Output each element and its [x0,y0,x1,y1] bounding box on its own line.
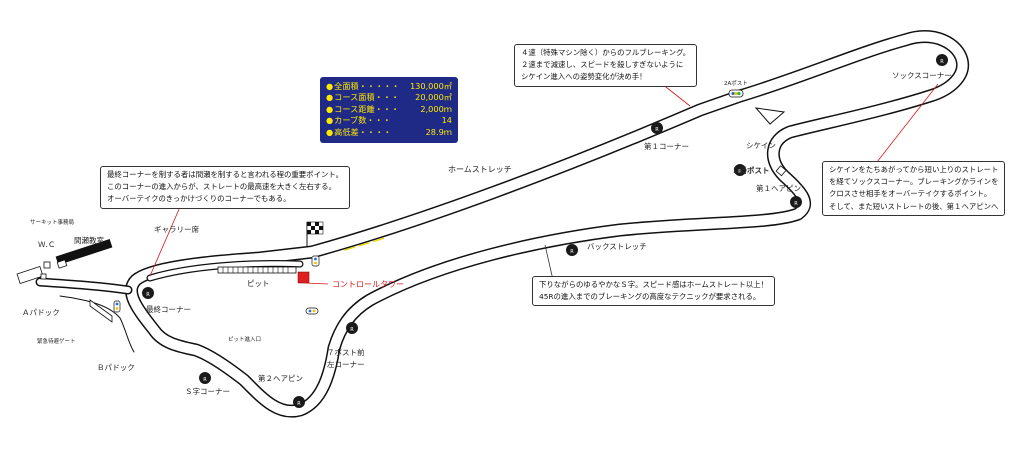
spec-row: 全面積・・・・・ 130,000㎡ [326,81,452,92]
r-marker-icon [199,372,211,384]
spec-value: 2,000ｍ [420,103,452,114]
label-post-2a: 2Aポスト [724,80,748,87]
label-mase-classroom: 間瀬教室 [74,235,104,245]
label-back-straight: バックストレッチ [587,242,647,251]
spec-key: コース面積・・・ [326,92,399,103]
corner-markers [142,54,948,408]
course-specs-panel: 全面積・・・・・ 130,000㎡ コース面積・・・ 20,000㎡ コース距離・・… [320,77,458,143]
callout-line: ２速まで減速し、スピードを殺しすぎないように [521,60,684,70]
callout-line: オーバーテイクのきっかけづくりのコーナーでもある。 [107,194,291,204]
label-chicane: シケイン [746,141,776,150]
callout-line: シケインをたちあがってから短い上りのストレート [829,165,999,174]
spec-row: コース距離・・・ 2,000ｍ [326,104,452,115]
label-control-tower: コントロールタワー [332,280,404,289]
label-a-paddock: Ａパドック [22,308,60,317]
r-marker-icon [142,287,154,299]
spec-value: 130,000㎡ [409,81,452,91]
paddock-road-lower [59,295,135,353]
signal-light-icon [728,89,744,98]
r-marker-icon [566,244,578,256]
callout-line: 45Rの進入までのブレーキングの高度なテクニックが要求される。 [539,292,761,302]
r-marker-letter: R [146,292,150,298]
r-marker-icon [936,54,948,66]
r-marker-icon [346,322,358,334]
spec-row: 高低差・・・・ 28.9ｍ [326,127,452,138]
facility-buildings [16,239,113,323]
label-post-7-line1: ７ポスト前 [327,347,365,357]
r-marker-letter: R [738,169,742,175]
map-labels: ホームストレッチ 第１コーナー シケイン 2Aポスト ソックスコーナー ５番ポス… [22,71,952,396]
callout-chicane: シケインをたちあがってから短い上りのストレート を経てソックスコーナー。ブレーキ… [822,161,1006,216]
label-socks-corner: ソックスコーナー [892,71,952,80]
callout-line: を経てソックスコーナー。ブレーキングかラインを [829,177,999,187]
callout-line: このコーナーの進入からが、ストレートの最高速を大きく左右する。 [107,182,336,192]
control-tower [297,271,310,284]
r-marker-icon [293,396,305,408]
r-marker-letter: R [350,327,354,333]
spec-row: カーブ数・・・ 14 [326,115,452,126]
r-marker-icon [734,164,746,176]
label-emergency-gate: 緊急待避ゲート [37,337,76,345]
start-line-mark [344,237,386,251]
r-marker-letter: R [570,249,574,255]
corner-marker-letters: R R R R R R R R R [146,59,944,407]
callout-braking: ４速（特殊マシン除く）からのフルブレーキング。 ２速まで減速し、スピードを殺しす… [514,44,698,87]
spec-value: 20,000㎡ [415,92,452,103]
callout-final-corner: 最終コーナーを制する者は間瀬を制すると言われる程の重要ポイント。 このコーナーの… [100,166,350,209]
callout-s-curve: 下りながらのゆるやかなＳ字。スピード感はホームストレート以上！ 45Rの進入まで… [532,276,775,307]
label-b-paddock: Ｂパドック [97,363,135,372]
spec-row: コース面積・・・ 20,000㎡ [326,92,452,103]
r-marker-letter: R [203,377,207,383]
r-marker-letter: R [940,59,944,65]
label-pit: ピット [247,279,270,288]
spec-key: 高低差・・・・ [326,127,391,138]
signal-light-icon [113,300,121,313]
label-circuit-office: サーキット事務局 [30,218,74,226]
callout-line: そして、また短いストレートの後、第１ヘアピンへ [829,201,999,211]
chicane-block [754,107,786,125]
r-marker-icon [790,196,802,208]
post-5-marker [775,165,787,177]
r-marker-letter: R [655,127,659,133]
label-pit-entrance: ピット進入口 [228,335,261,343]
label-final-corner: 最終コーナー [146,304,191,314]
callout-line: クロスさせ相手をオーバーテイクするポイント。 [829,189,992,199]
label-first-hairpin: 第１ヘアピン [756,183,801,193]
label-gallery: ギャラリー席 [154,224,199,234]
callout-line: 下りながらのゆるやかなＳ字。スピード感はホームストレート以上！ [539,280,768,289]
signal-light-icon [305,307,319,315]
pit-building [217,266,297,274]
spec-value: 14 [441,115,452,126]
label-wc: Ｗ.Ｃ [38,240,55,249]
r-marker-icon [651,122,663,134]
race-track [35,30,970,418]
spec-key: コース距離・・・ [326,104,399,115]
label-post-7-line2: 左コーナー [327,359,365,369]
spec-key: 全面積・・・・・ [326,81,400,92]
label-home-straight: ホームストレッチ [448,165,512,174]
label-post-5: ５番ポスト [732,165,770,175]
callout-line: ４速（特殊マシン除く）からのフルブレーキング。 [521,48,691,57]
signal-light-icon [311,255,320,267]
callout-line: 最終コーナーを制する者は間瀬を制すると言われる程の重要ポイント。 [107,170,343,179]
label-second-hairpin: 第２ヘアピン [258,373,303,383]
label-s-corner: Ｓ字コーナー [185,386,230,396]
r-marker-letter: R [794,201,798,207]
spec-value: 28.9ｍ [425,126,452,137]
spec-key: カーブ数・・・ [326,115,391,126]
checkered-flag-icon [306,221,324,246]
callout-line: シケイン進入への姿勢変化が決め手！ [521,72,647,82]
r-marker-letter: R [297,401,301,407]
label-first-corner: 第１コーナー [644,141,689,151]
